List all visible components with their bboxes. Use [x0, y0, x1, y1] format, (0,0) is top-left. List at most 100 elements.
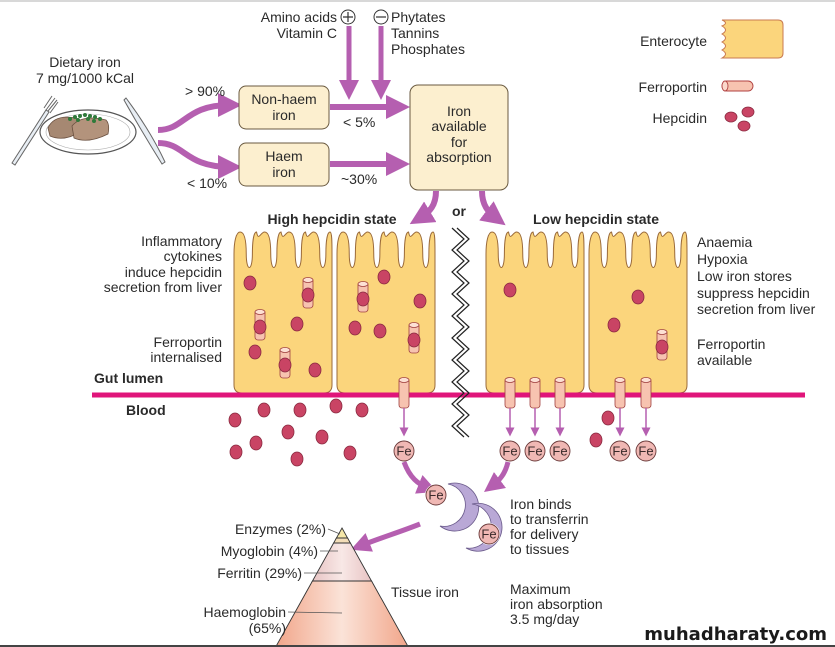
fork-icon — [11, 95, 59, 166]
fe-label: Fe — [638, 444, 653, 459]
ferroportin-channel — [614, 377, 626, 409]
non-haem-label: Non-haem — [251, 91, 316, 107]
hepcidin-molecule — [343, 445, 357, 461]
ferroportin-channel — [640, 377, 652, 409]
haem-label: Haem — [265, 148, 302, 164]
hepcidin-molecule — [355, 402, 369, 418]
fe-iron-ion: Fe — [524, 440, 546, 462]
internalised-note-1: Ferroportin — [154, 334, 222, 350]
condition-secretion: secretion from liver — [697, 301, 816, 317]
non-haem-absorption-rate: < 5% — [343, 114, 375, 130]
condition-low-iron-stores: Low iron stores — [697, 268, 792, 284]
dietary-iron-amount: 7 mg/1000 kCal — [36, 70, 134, 86]
hepcidin-molecule — [278, 357, 292, 373]
haem-iron-box: Haem iron — [238, 142, 330, 187]
available-label-3: for — [451, 134, 468, 150]
hepcidin-molecule — [308, 362, 322, 378]
fe-label: Fe — [552, 444, 567, 459]
hepcidin-molecule — [348, 320, 362, 336]
high-hepcidin-state-title: High hepcidin state — [267, 211, 396, 227]
transferrin-note-3: for delivery — [510, 526, 578, 542]
iron-available-box: Iron available for absorption — [409, 84, 509, 191]
transferrin-note-1: Iron binds — [510, 496, 571, 512]
internalised-note-2: internalised — [150, 349, 222, 365]
enterocyte-cell — [485, 231, 585, 394]
ferroportin-channel — [398, 377, 410, 409]
hepcidin-molecule — [407, 332, 421, 348]
fe-iron-ion: Fe — [425, 484, 447, 506]
hepcidin-molecule — [290, 451, 304, 467]
inhibitor-phosphates: Phosphates — [391, 41, 465, 57]
hepcidin-molecule — [356, 291, 370, 307]
tissue-iron-component-label: Ferritin (29%) — [217, 565, 302, 581]
hepcidin-molecule — [413, 293, 427, 309]
pyramid-band-myoglobin — [332, 537, 352, 544]
fe-iron-ion: Fe — [478, 523, 500, 545]
blood-label: Blood — [126, 402, 166, 418]
leader-line — [327, 528, 341, 535]
hepcidin-molecule — [253, 319, 267, 335]
plus-icon — [340, 9, 356, 25]
inhibitor-tannins: Tannins — [391, 25, 439, 41]
enterocytes — [233, 231, 688, 394]
hepcidin-molecule — [607, 317, 621, 333]
enterocyte-cell — [588, 231, 688, 394]
haem-label-2: iron — [272, 164, 295, 180]
condition-hypoxia: Hypoxia — [697, 251, 748, 267]
hepcidin-molecule — [631, 289, 645, 305]
cytokines-note-2: cytokines — [164, 248, 222, 264]
pyramid-band-ferritin — [311, 542, 373, 582]
cytokines-note-3: induce hepcidin — [125, 264, 222, 280]
hepcidin-molecule — [290, 316, 304, 332]
condition-anaemia: Anaemia — [697, 234, 752, 250]
max-absorption-3: 3.5 mg/day — [510, 611, 579, 627]
hepcidin-molecule — [373, 323, 387, 339]
legend-enterocyte-icon — [720, 19, 784, 59]
cytokines-note-1: Inflammatory — [141, 233, 222, 249]
hepcidin-molecule — [377, 269, 391, 285]
hepcidin-molecule — [249, 435, 263, 451]
haem-absorption-rate: ~30% — [341, 171, 377, 187]
non-haem-label-2: iron — [272, 107, 295, 123]
hepcidin-molecule — [257, 402, 271, 418]
tissue-iron-pyramid: Enzymes (2%) Myoglobin (4%) Ferritin (29%)… — [204, 521, 409, 647]
fe-iron-ion: Fe — [393, 440, 415, 462]
to-low-hepcidin-arrow — [479, 190, 506, 226]
zigzag-divider — [451, 227, 470, 438]
fe-to-transferrin-arrow-right — [484, 461, 511, 493]
fe-iron-ion: Fe — [549, 440, 571, 462]
transferrin-note-2: to transferrin — [510, 511, 589, 527]
dietary-iron-label: Dietary iron 7 mg/1000 kCal — [36, 54, 134, 86]
top-border — [0, 0, 835, 2]
hepcidin-molecule — [601, 410, 615, 426]
hepcidin-molecule — [655, 339, 669, 355]
minus-icon — [373, 9, 389, 25]
ferroportin-channel — [504, 377, 516, 409]
fe-label: Fe — [396, 444, 411, 459]
fe-iron-ion: Fe — [499, 440, 521, 462]
bottom-border — [0, 645, 835, 647]
hepcidin-molecule — [301, 287, 315, 303]
ferroportin-available-1: Ferroportin — [697, 336, 765, 352]
tissue-iron-component-percent: (65%) — [249, 620, 286, 636]
haem-share: < 10% — [187, 175, 227, 191]
ferroportin-channel — [253, 309, 267, 341]
available-label-1: Iron — [447, 103, 471, 119]
fe-label: Fe — [428, 488, 443, 503]
pyramid-band-haemoglobin — [275, 580, 409, 647]
tissue-iron-component-label: Enzymes (2%) — [235, 521, 326, 537]
hepcidin-molecule — [315, 429, 329, 445]
legend-ferroportin-icon — [721, 80, 754, 92]
hepcidin-molecule — [329, 398, 343, 414]
legend-enterocyte-label: Enterocyte — [640, 33, 707, 49]
fe-label: Fe — [612, 444, 627, 459]
tissue-iron-component-label: Myoglobin (4%) — [221, 543, 318, 559]
available-label-2: available — [431, 118, 486, 134]
fe-to-transferrin-arrow-left — [401, 461, 438, 494]
available-label-4: absorption — [426, 149, 491, 165]
ferroportin-channel — [356, 281, 370, 313]
ferroportin-channel — [529, 377, 541, 409]
to-high-hepcidin-arrow — [409, 190, 439, 225]
